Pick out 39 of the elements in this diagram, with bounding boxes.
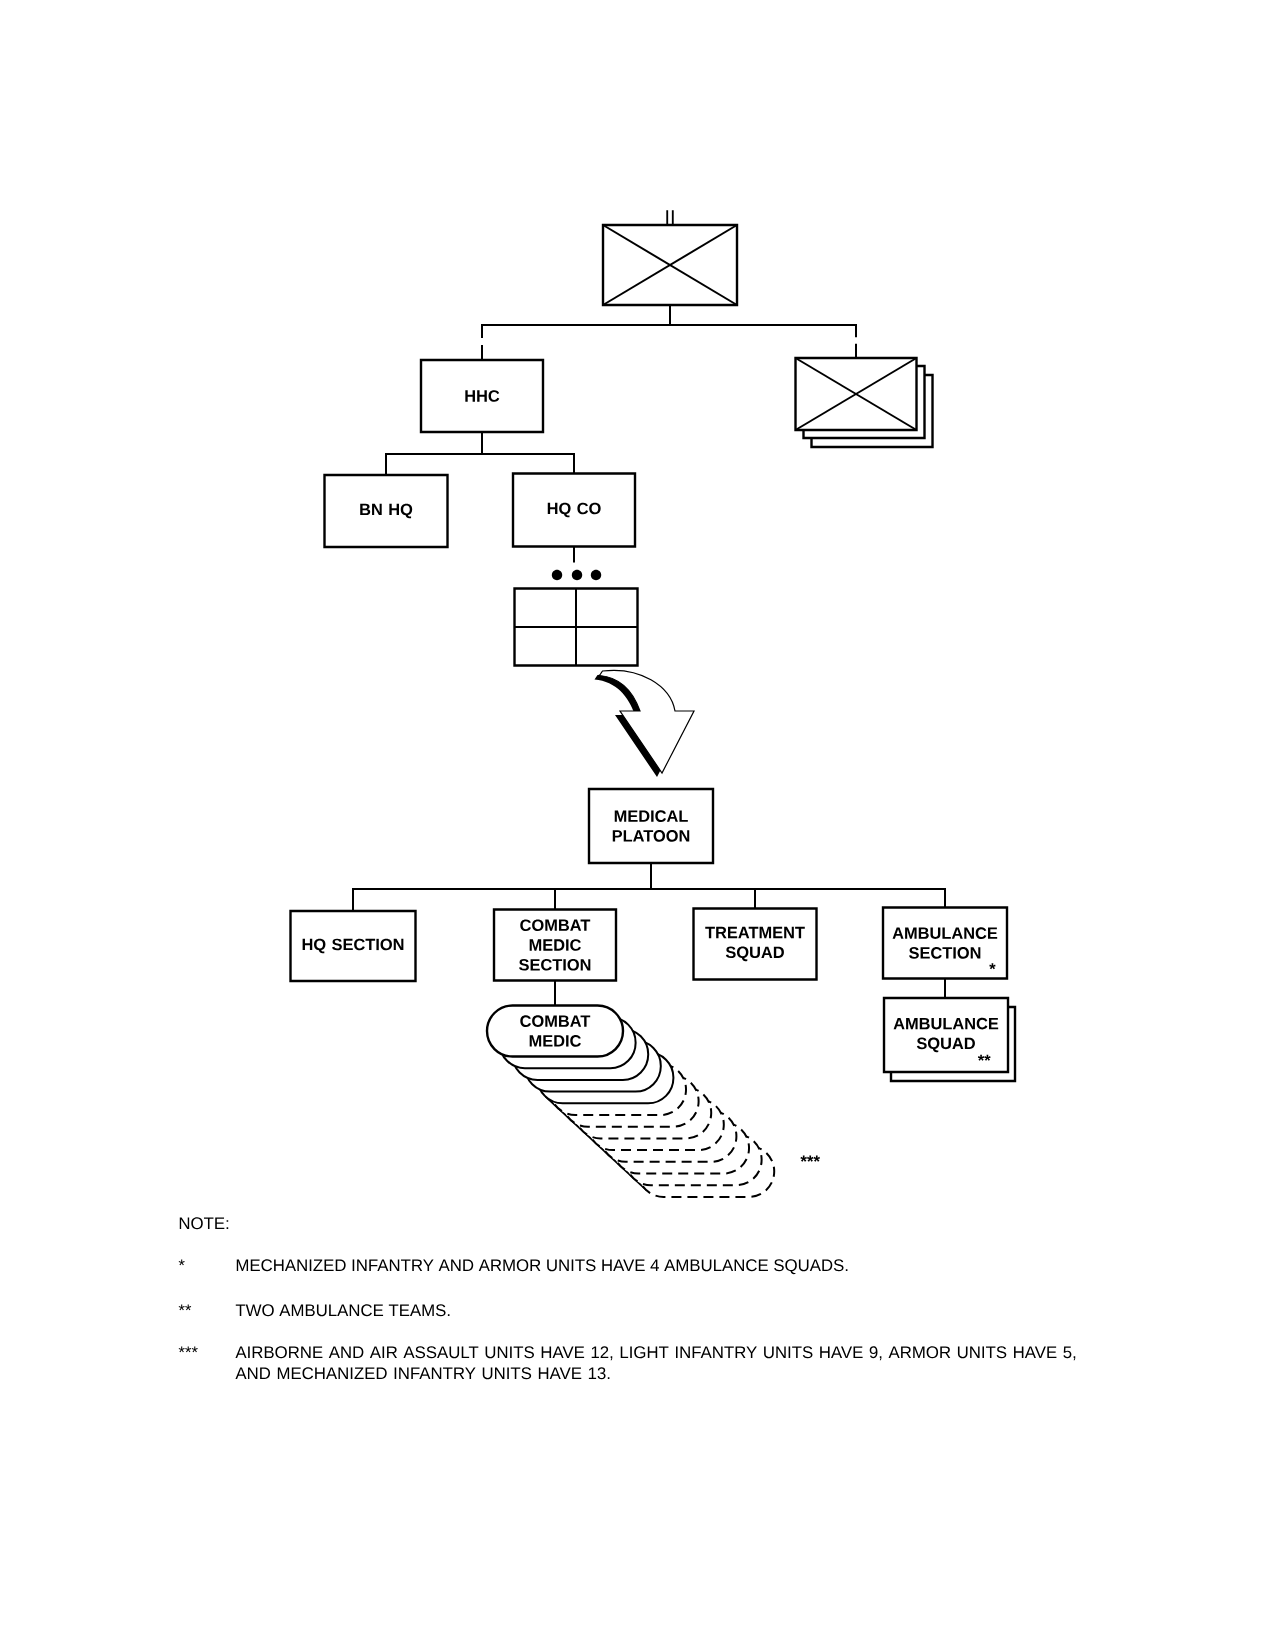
connector-line <box>944 977 946 999</box>
footnote-mark: *** <box>800 1155 820 1162</box>
connector-line <box>754 888 946 909</box>
unit-box: HQ SECTION <box>289 909 417 983</box>
footnote-text: MECHANIZED INFANTRY AND ARMOR UNITS HAVE 4 AMBULANCE SQUADS. <box>236 1259 848 1275</box>
unit-box: MEDICAL PLATOON <box>587 787 715 865</box>
stacked-crossed-box <box>794 356 934 449</box>
unit-box: AMBULANCE SECTION * <box>881 906 1009 980</box>
footnote-text: AIRBORNE AND AIR ASSAULT UNITS HAVE 12, LIGHT INFANTRY UNITS HAVE 9, ARMOR UNITS HAVE 5, AND MECHANIZED INFANTRY UNITS HAVE 13. <box>235 1346 1076 1380</box>
unit-box: COMBAT MEDIC SECTION <box>492 908 618 982</box>
connector-line <box>554 888 652 890</box>
note-heading: NOTE: <box>179 1217 229 1230</box>
connector-line <box>754 888 756 910</box>
connector-line <box>573 545 575 564</box>
connector-line <box>385 453 483 476</box>
connector-line <box>481 431 483 455</box>
connector-line <box>554 888 556 911</box>
grid-box <box>513 569 639 667</box>
curved-block-arrow <box>594 669 695 777</box>
footnote-text: TWO AMBULANCE TEAMS. <box>235 1304 450 1317</box>
echelon-mark: II <box>666 210 674 224</box>
footnote-mark: * <box>178 1259 185 1266</box>
stacked-box: AMBULANCE SQUAD ** <box>882 996 1017 1083</box>
unit-box: BN HQ <box>323 473 449 549</box>
connector-line <box>481 324 671 361</box>
connector-line <box>669 304 671 326</box>
connector-line <box>554 979 556 1007</box>
footnote-mark: *** <box>178 1346 198 1353</box>
connector-line <box>481 453 575 475</box>
rounded-box: COMBAT MEDIC <box>485 1004 625 1058</box>
connector-line <box>669 324 857 359</box>
crossed-box <box>601 223 739 307</box>
connector-line <box>650 888 756 890</box>
connector-line <box>650 862 652 890</box>
unit-box: TREATMENT SQUAD <box>692 907 818 981</box>
unit-box: HQ CO <box>511 472 637 548</box>
footnote-mark: ** <box>178 1304 192 1311</box>
connector-line <box>352 888 556 912</box>
unit-box: HHC <box>419 358 545 434</box>
